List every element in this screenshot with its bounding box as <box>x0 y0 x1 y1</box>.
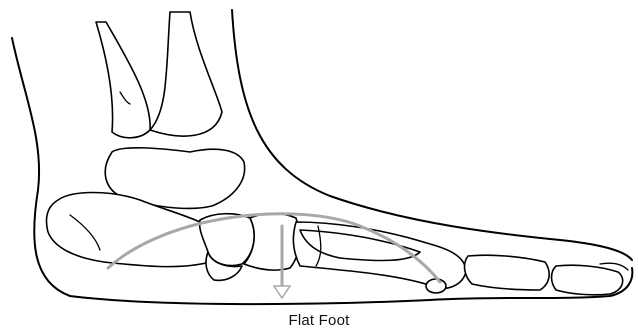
distal-phalanx-bone <box>552 265 623 295</box>
fibula-bone <box>96 22 150 138</box>
sesamoid-bone <box>426 279 446 293</box>
tibia-bone <box>150 12 222 136</box>
proximal-phalanx-bone <box>465 255 550 290</box>
figure-caption: Flat Foot <box>0 312 638 329</box>
